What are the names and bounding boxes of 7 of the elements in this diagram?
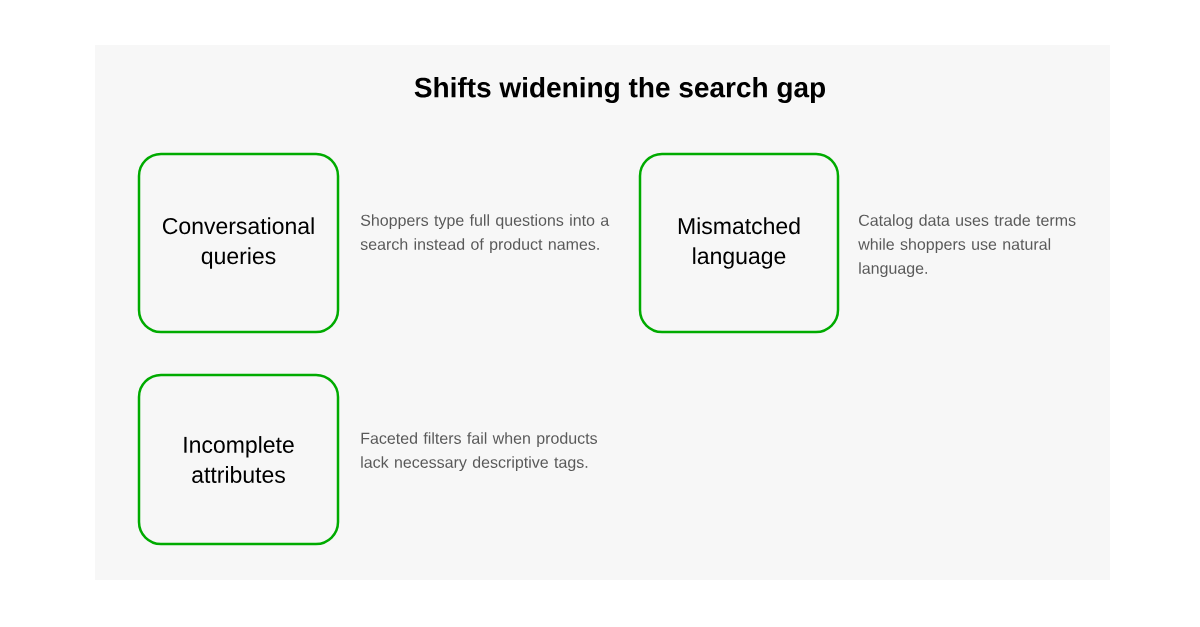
text-box: Mismatched language: [638, 152, 840, 334]
text-box: Incomplete attributes: [137, 373, 340, 546]
description: Catalog data uses trade terms while shoppers use natural language.: [858, 214, 1076, 278]
description: Faceted filters fail when products lack necessary descriptive tags.: [361, 432, 598, 472]
title: Shifts widening the search gap: [414, 76, 825, 104]
text-box: Conversational queries: [137, 152, 340, 334]
description: Shoppers type full questions into a search instead of product names.: [360, 214, 610, 254]
